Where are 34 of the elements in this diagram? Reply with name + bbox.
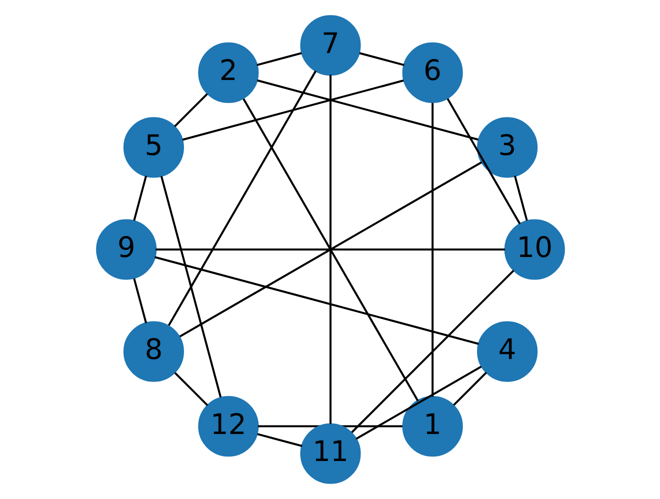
connector — [329, 74, 332, 424]
node-circle: 12 — [198, 396, 258, 457]
node-circle: 2 — [198, 42, 258, 103]
connector — [132, 176, 147, 221]
connector — [355, 366, 482, 440]
node-circle: 1 — [402, 396, 462, 457]
connector — [132, 278, 147, 324]
connector — [242, 98, 418, 402]
node-circle: 6 — [402, 42, 462, 103]
connector — [155, 248, 504, 250]
node-circle: 4 — [476, 321, 538, 382]
node-circle: 11 — [300, 423, 360, 484]
connector — [174, 372, 208, 406]
connector — [167, 70, 316, 326]
connector — [256, 52, 302, 66]
connector — [154, 256, 478, 345]
connector — [160, 176, 222, 398]
connector — [358, 52, 404, 66]
connector — [350, 270, 514, 434]
connector — [182, 80, 404, 141]
connector — [513, 176, 528, 221]
connector — [174, 93, 208, 128]
node-circle: 10 — [504, 219, 564, 280]
connector — [178, 161, 482, 338]
node-circle: 8 — [122, 321, 184, 382]
node-circle: 7 — [300, 15, 360, 76]
node-circle: 3 — [476, 117, 538, 178]
node-circle: 5 — [122, 117, 184, 178]
node-circle: 9 — [96, 219, 156, 280]
connector — [256, 79, 478, 141]
connector — [431, 102, 434, 397]
connector — [452, 372, 486, 406]
connector — [256, 433, 302, 447]
connector — [446, 98, 520, 224]
